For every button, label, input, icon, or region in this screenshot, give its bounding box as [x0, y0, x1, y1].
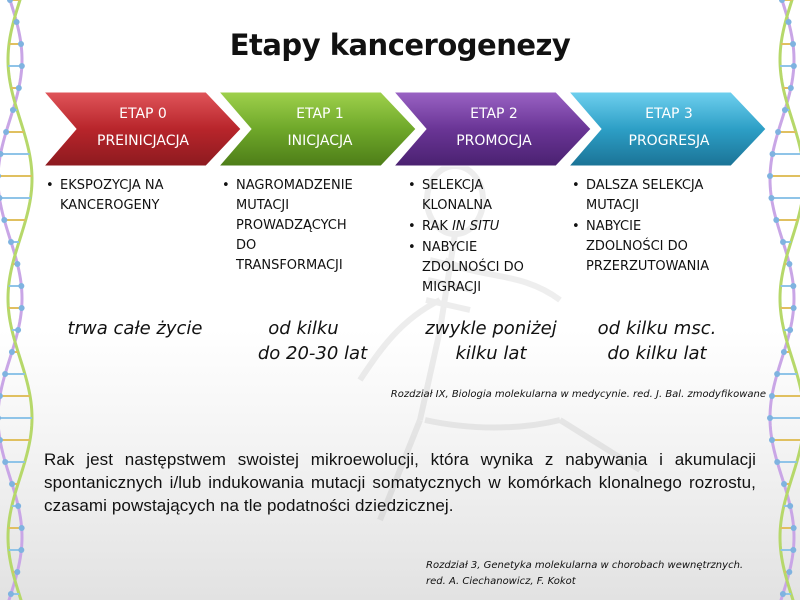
- stage-0-header: ETAP 0 PREINICJACJA: [68, 101, 218, 155]
- dna-node: [13, 19, 20, 25]
- stage-1-duration: od kilku do 20-30 lat: [257, 318, 368, 364]
- stage-3-bullets: DALSZA SELEKCJA MUTACJI NABYCIE ZDOLNOŚC…: [570, 176, 740, 278]
- dna-node: [786, 569, 793, 575]
- stage-2-header: ETAP 2 PROMOCJA: [419, 101, 569, 155]
- bullet-item: EKSPOZYCJA NA KANCEROGENY: [44, 176, 204, 216]
- dna-node: [785, 19, 792, 25]
- stage-3-label: ETAP 3: [645, 106, 693, 122]
- dna-node: [0, 393, 3, 399]
- dna-node: [18, 63, 25, 69]
- dna-node: [790, 305, 797, 311]
- stage-2-duration: zwykle poniżej kilku lat: [425, 318, 557, 364]
- stage-2-bullets: SELEKCJA KLONALNA RAK IN SITU NABYCIE ZD…: [406, 176, 566, 299]
- stage-1-chevron: [217, 91, 417, 167]
- stage-1-bullets: NAGROMADZENIE MUTACJI PROWADZĄCYCH DO TR…: [220, 176, 380, 277]
- dna-node: [774, 459, 781, 465]
- dna-node: [18, 547, 25, 553]
- bullet-item: NABYCIE ZDOLNOŚCI DO PRZERZUTOWANIA: [570, 217, 740, 277]
- stage-2-chevron: [392, 91, 592, 167]
- summary-paragraph: Rak jest następstwem swoistej mikroewolu…: [44, 450, 756, 515]
- stage-0-bullets: EKSPOZYCJA NA KANCEROGENY: [44, 176, 204, 217]
- dna-node: [9, 481, 16, 487]
- stage-3-chevron: [567, 91, 767, 167]
- stage-1-header: ETAP 1 INICJACJA: [245, 101, 395, 155]
- dna-node: [18, 525, 25, 531]
- dna-node: [0, 415, 1, 421]
- dna-node: [15, 503, 22, 509]
- dna-node: [767, 173, 774, 179]
- dna-node: [767, 415, 774, 421]
- dna-node: [790, 525, 797, 531]
- dna-node: [790, 547, 797, 553]
- dna-node: [787, 503, 794, 509]
- stage-0-label: ETAP 0: [119, 106, 167, 122]
- stage-3-header: ETAP 3 PROGRESJA: [594, 101, 744, 155]
- dna-node: [773, 217, 780, 223]
- bullet-item: NAGROMADZENIE MUTACJI PROWADZĄCYCH DO TR…: [220, 176, 380, 276]
- stage-chevrons: [42, 91, 767, 167]
- dna-node: [790, 63, 797, 69]
- dna-node: [768, 393, 775, 399]
- dna-node: [780, 239, 787, 245]
- stage-0-chevron: [42, 91, 242, 167]
- bullet-item: RAK IN SITU: [406, 217, 566, 237]
- dna-node: [779, 0, 785, 3]
- dna-node: [786, 261, 793, 267]
- dna-node: [768, 195, 775, 201]
- dna-node: [14, 261, 21, 267]
- dna-node: [7, 0, 13, 3]
- dna-node: [7, 591, 14, 597]
- stage-1-name: INICJACJA: [287, 133, 353, 149]
- stage-0-duration: trwa całe życie: [67, 318, 203, 339]
- dna-node: [787, 327, 794, 333]
- dna-node: [0, 195, 3, 201]
- citation-2: Rozdział 3, Genetyka molekularna w choro…: [426, 560, 744, 587]
- dna-node: [2, 459, 9, 465]
- dna-node: [1, 217, 8, 223]
- bullet-item: SELEKCJA KLONALNA: [406, 176, 566, 216]
- dna-node: [774, 371, 781, 377]
- stage-3-duration: od kilku msc. do kilku lat: [597, 318, 717, 364]
- dna-node: [779, 591, 786, 597]
- citation-1: Rozdział IX, Biologia molekularna w medy…: [390, 389, 766, 400]
- dna-node: [790, 283, 797, 289]
- dna-node: [768, 437, 775, 443]
- dna-node: [780, 349, 787, 355]
- stage-0-name: PREINICJACJA: [97, 133, 189, 149]
- bullet-item: DALSZA SELEKCJA MUTACJI: [570, 176, 740, 216]
- stage-3-name: PROGRESJA: [628, 133, 710, 149]
- dna-node: [18, 283, 25, 289]
- dna-node: [18, 305, 25, 311]
- dna-node: [14, 569, 21, 575]
- in-situ-italic: IN SITU: [452, 219, 500, 234]
- dna-node: [781, 481, 788, 487]
- dna-node: [0, 173, 2, 179]
- stage-2-label: ETAP 2: [470, 106, 518, 122]
- stage-2-name: PROMOCJA: [456, 133, 532, 149]
- stage-1-label: ETAP 1: [296, 106, 344, 122]
- slide-title: Etapy kancerogenezy: [229, 28, 571, 62]
- dna-node: [15, 327, 22, 333]
- dna-node: [2, 371, 9, 377]
- dna-node: [8, 349, 15, 355]
- dna-node: [8, 239, 15, 245]
- bullet-item: NABYCIE ZDOLNOŚCI DO MIGRACJI: [406, 238, 566, 298]
- dna-node: [0, 437, 3, 443]
